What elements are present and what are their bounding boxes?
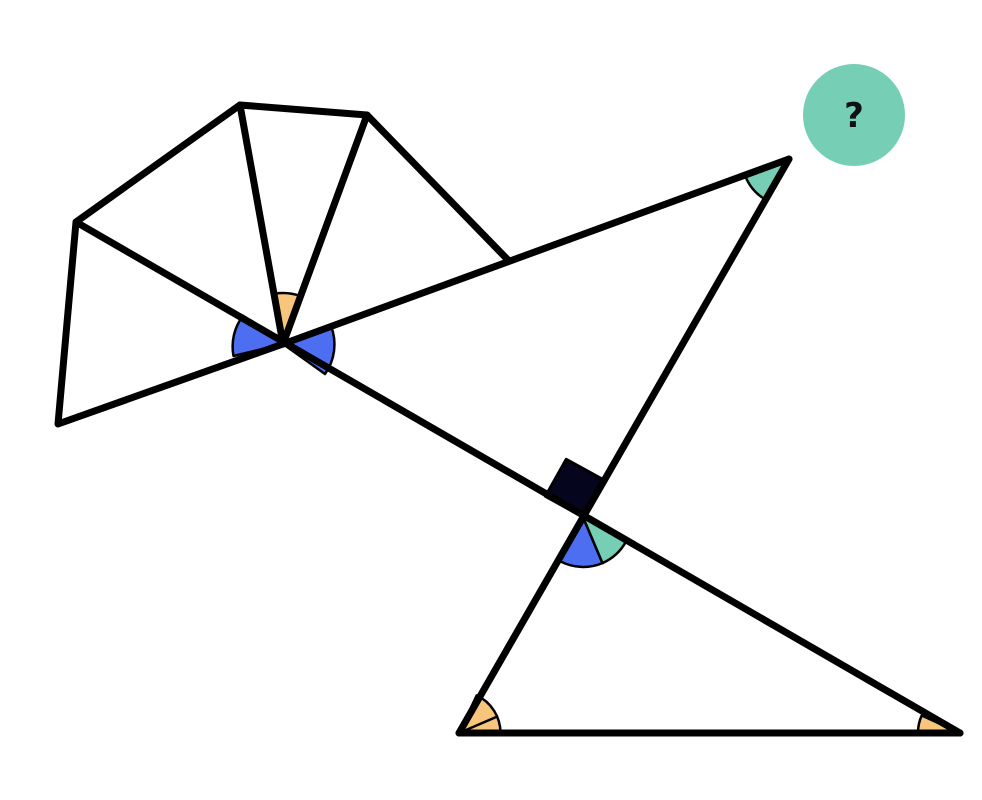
diagram-lines [54,101,964,737]
question-mark-icon: ? [844,96,864,136]
segment-center-to-top-vertex [279,155,793,348]
upper-polygon-edge [54,101,512,428]
badge-circle [803,64,905,166]
fan-segment-1 [236,101,287,348]
long-diagonal [72,218,964,737]
angle-marks [231,157,962,735]
fan-segment-2 [279,111,371,348]
unknown-angle-badge: ? [803,64,905,166]
segment-top-vertex-to-bottom-left [455,155,793,737]
